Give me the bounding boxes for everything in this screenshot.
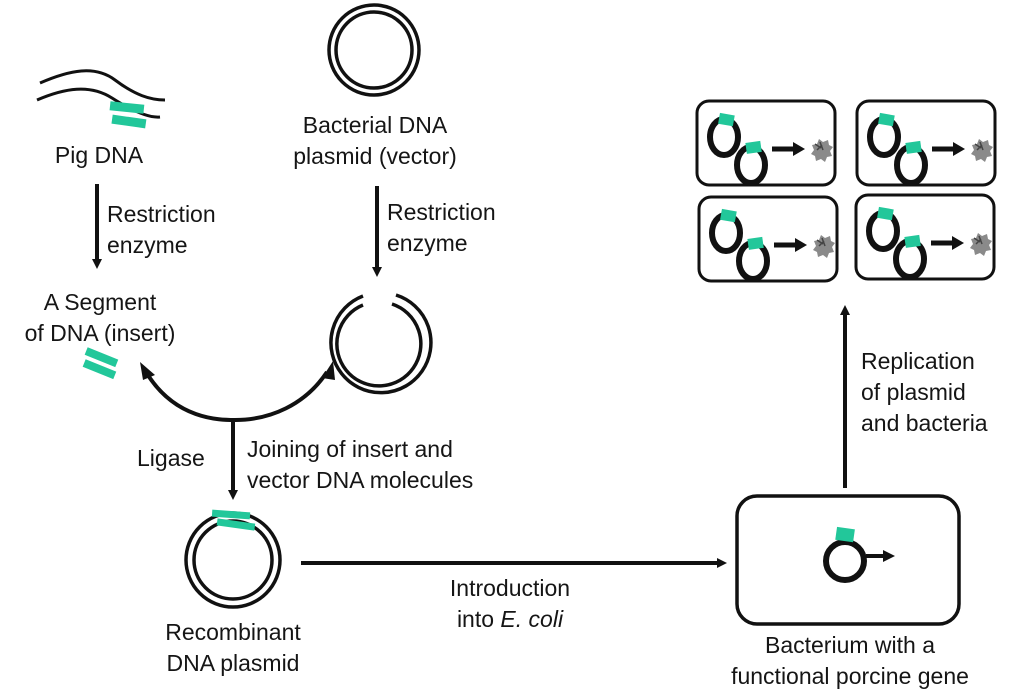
vector-label-line1: Bacterial DNA bbox=[302, 112, 448, 138]
joining-line2: vector DNA molecules bbox=[247, 467, 474, 493]
recombinant-line2: DNA plasmid bbox=[166, 650, 300, 676]
vector-plasmid-icon bbox=[327, 3, 421, 97]
restriction-right-label: Restriction enzyme bbox=[387, 197, 496, 259]
pig-dna-strands bbox=[36, 69, 166, 129]
pig-dna-insert-top bbox=[109, 101, 145, 114]
introduction-line2: into E. coli bbox=[410, 604, 610, 635]
colony-2 bbox=[857, 101, 995, 185]
ecoli-text: E. coli bbox=[500, 606, 564, 632]
colony-3 bbox=[699, 197, 837, 281]
colony-4 bbox=[856, 195, 994, 279]
restriction-left-line2: enzyme bbox=[107, 232, 188, 258]
insert-label: A Segment of DNA (insert) bbox=[0, 287, 200, 349]
replication-line2: of plasmid bbox=[861, 379, 966, 405]
bacterium-cell bbox=[735, 494, 961, 626]
bacterium-line1: Bacterium with a bbox=[764, 632, 935, 658]
joining-label: Joining of insert and vector DNA molecul… bbox=[247, 434, 473, 496]
replication-label: Replication of plasmid and bacteria bbox=[861, 346, 988, 439]
colony-1 bbox=[697, 101, 835, 185]
vector-label: Bacterial DNA plasmid (vector) bbox=[270, 110, 480, 172]
recombinant-label: Recombinant DNA plasmid bbox=[148, 617, 318, 679]
insert-fragment-icon bbox=[82, 347, 119, 380]
pig-dna-label: Pig DNA bbox=[54, 142, 144, 168]
insert-label-line2: of DNA (insert) bbox=[24, 320, 176, 346]
ligase-label: Ligase bbox=[137, 445, 205, 471]
restriction-left-label: Restriction enzyme bbox=[107, 199, 216, 261]
cut-plasmid-icon bbox=[329, 293, 433, 395]
vector-label-line2: plasmid (vector) bbox=[293, 143, 457, 169]
bacterium-line2: functional porcine gene bbox=[731, 663, 969, 689]
introduction-line1: Introduction bbox=[449, 575, 571, 601]
replication-line1: Replication bbox=[861, 348, 975, 374]
pig-dna-insert-bottom bbox=[111, 114, 147, 129]
join-curve-arrow bbox=[144, 370, 329, 423]
introduction-label: Introduction into E. coli bbox=[410, 573, 610, 635]
restriction-left-line1: Restriction bbox=[107, 201, 216, 227]
introduction-prefix: into bbox=[456, 606, 501, 632]
joining-line1: Joining of insert and bbox=[247, 436, 453, 462]
insert-label-line1: A Segment bbox=[43, 289, 157, 315]
restriction-right-line1: Restriction bbox=[387, 199, 496, 225]
recombinant-plasmid-icon bbox=[184, 509, 282, 609]
restriction-right-line2: enzyme bbox=[387, 230, 468, 256]
replication-line3: and bacteria bbox=[861, 410, 988, 436]
bacterium-label: Bacterium with a functional porcine gene bbox=[700, 630, 1000, 692]
recombinant-line1: Recombinant bbox=[165, 619, 301, 645]
